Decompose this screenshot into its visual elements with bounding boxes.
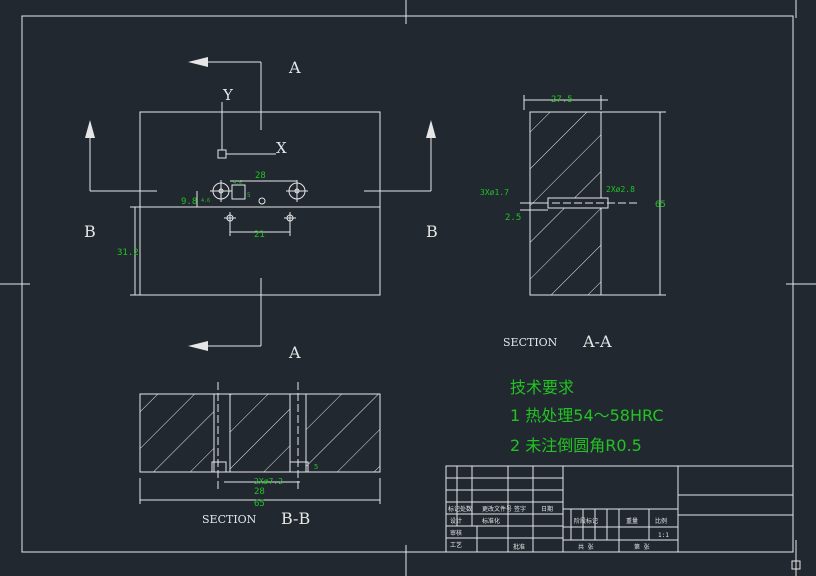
tb-cell: 重量 bbox=[626, 517, 638, 525]
dim-side-small: 5 bbox=[247, 192, 251, 199]
section-label-a-top: A bbox=[288, 58, 301, 77]
section-label-a-bottom: A bbox=[288, 343, 301, 362]
aa-hole-large: 2Xø2.8 bbox=[606, 185, 635, 194]
tb-cell: 比例 bbox=[655, 517, 667, 525]
tb-cell: 共 张 bbox=[578, 543, 594, 551]
requirements-title: 技术要求 bbox=[510, 378, 574, 397]
dim-offset-left-small: 4.6 bbox=[201, 198, 210, 204]
tb-cell: 阶段标记 bbox=[574, 517, 598, 525]
aa-hole-small: 3Xø1.7 bbox=[480, 188, 509, 197]
axis-label-y: Y bbox=[222, 86, 234, 104]
dim-height: 31.2 bbox=[117, 248, 139, 258]
requirement-item-1: 1 热处理54～58HRC bbox=[510, 406, 664, 425]
tb-cell: 标准化 bbox=[482, 517, 500, 525]
section-label-b-right: B bbox=[426, 222, 438, 241]
plan-view bbox=[89, 61, 432, 347]
bb-section-name: B-B bbox=[281, 509, 310, 528]
tb-cell: 签字 bbox=[514, 505, 526, 513]
tb-cell: 更改文件号 bbox=[482, 505, 512, 513]
tb-cell: 标记 bbox=[448, 505, 460, 513]
bb-hole-callout: 2Xø7.2 bbox=[254, 477, 283, 486]
technical-requirements: 技术要求 1 热处理54～58HRC 2 未注倒圆角R0.5 bbox=[510, 378, 664, 455]
requirement-item-2: 2 未注倒圆角R0.5 bbox=[510, 436, 642, 455]
tb-scale: 1:1 bbox=[658, 532, 669, 539]
aa-depth: 2.5 bbox=[505, 213, 521, 223]
tb-cell: 审核 bbox=[450, 529, 462, 537]
title-block bbox=[445, 465, 794, 553]
bb-inner-dim: 28 bbox=[254, 487, 265, 497]
section-arrows bbox=[85, 57, 436, 351]
title-block-text: 标记 处数 更改文件号 签字 日期 设计 标准化 阶段标记 重量 比例 1:1 … bbox=[448, 505, 669, 551]
section-aa-view: 27.5 65 3Xø1.7 2Xø2.8 2.5 SECTION A-A bbox=[480, 95, 666, 351]
tb-cell: 工艺 bbox=[450, 541, 462, 549]
plan-outline bbox=[139, 111, 381, 296]
aa-section-name: A-A bbox=[582, 332, 612, 351]
bb-overall-dim: 65 bbox=[254, 499, 265, 509]
plan-dimension-text: 28 4.6 5 9.8 4.6 21 31.2 bbox=[117, 171, 266, 258]
section-bb-view: 2Xø7.2 5 28 65 SECTION B-B bbox=[139, 382, 381, 528]
bb-section-caption: SECTION bbox=[202, 513, 257, 526]
section-label-b-left: B bbox=[84, 222, 96, 241]
dim-hole-spacing-top: 28 bbox=[255, 171, 266, 181]
dim-hole-spacing-bottom: 21 bbox=[254, 230, 265, 240]
tb-cell: 日期 bbox=[541, 505, 553, 513]
dim-offset-left: 9.8 bbox=[181, 197, 197, 207]
bb-cbore-depth: 5 bbox=[314, 463, 318, 471]
dim-square-size: 4.6 bbox=[233, 180, 242, 186]
tb-cell: 批准 bbox=[513, 543, 525, 551]
aa-width-dim: 27.5 bbox=[551, 95, 573, 105]
axis-label-x: X bbox=[276, 139, 287, 157]
tb-cell: 处数 bbox=[460, 505, 472, 513]
aa-height-dim: 65 bbox=[655, 200, 666, 210]
aa-section-caption: SECTION bbox=[503, 336, 558, 349]
tb-cell: 第 张 bbox=[634, 543, 650, 551]
tb-cell: 设计 bbox=[450, 517, 462, 525]
